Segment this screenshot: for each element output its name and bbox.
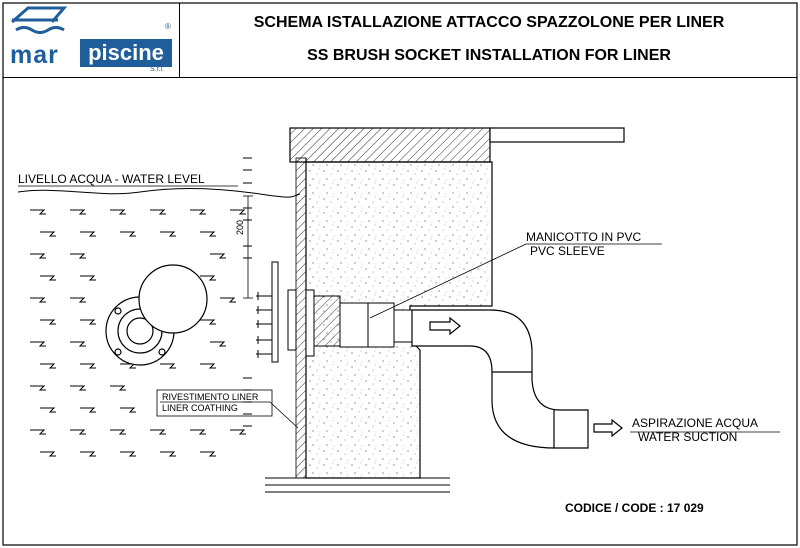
logo-box [3, 3, 180, 77]
logo-suffix: S.r.l. [150, 66, 165, 73]
label-sleeve-it: MANICOTTO IN PVC [526, 230, 642, 244]
water-hatching [30, 209, 246, 457]
suction-pipe [411, 309, 623, 449]
logo-registered: ® [165, 22, 171, 31]
leader-lines [156, 243, 780, 433]
dimension-label: 200 [235, 219, 245, 235]
coping-stone [289, 127, 491, 163]
label-suction-it: ASPIRAZIONE ACQUA [632, 416, 759, 430]
brush-socket-front-view [105, 264, 208, 366]
logo-pool-icon [11, 6, 68, 34]
label-liner-it: RIVESTIMENTO LINER [162, 392, 259, 402]
label-sleeve-en: PVC SLEEVE [530, 244, 605, 258]
drawing-code: CODICE / CODE : 17 029 [565, 501, 704, 515]
wall-ticks [243, 157, 252, 427]
title-italian: SCHEMA ISTALLAZIONE ATTACCO SPAZZOLONE P… [253, 14, 725, 31]
logo-word-mar: mar [10, 41, 59, 69]
ground-lines [265, 477, 450, 493]
liner-strip [295, 157, 307, 479]
brush-socket-assembly [271, 261, 413, 363]
title-english: SS BRUSH SOCKET INSTALLATION FOR LINER [307, 47, 671, 64]
label-suction-en: WATER SUCTION [638, 430, 738, 444]
deck-slab [489, 127, 625, 143]
dimension-200 [243, 195, 253, 299]
title-block [3, 3, 797, 78]
logo-word-piscine: piscine [80, 39, 172, 67]
water-level-line [17, 187, 301, 198]
label-water-level: LIVELLO ACQUA - WATER LEVEL [18, 172, 205, 186]
screws [256, 292, 272, 358]
label-liner-en: LINER COATHING [162, 403, 238, 413]
